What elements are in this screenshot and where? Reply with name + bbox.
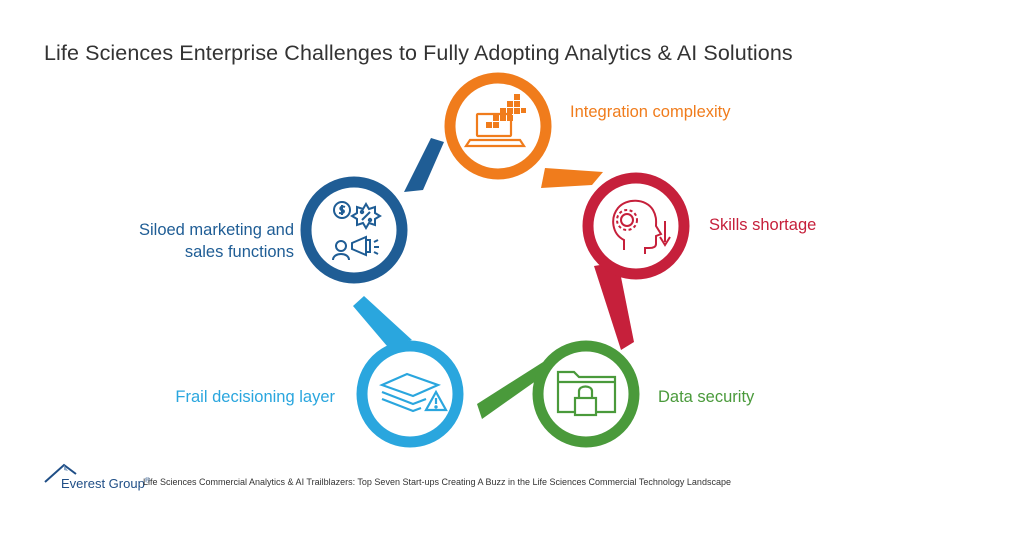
integration-complexity-node [444, 72, 552, 180]
source-citation: Life Sciences Commercial Analytics & AI … [143, 477, 731, 487]
head-gear-icon [612, 199, 671, 254]
logo-name: Everest Group [61, 476, 145, 491]
orange-connector [541, 168, 603, 188]
frail-decisioning-layer-node [356, 340, 464, 448]
label-siloed-marketing-line-2: sales functions [184, 243, 294, 261]
siloed-marketing-node [300, 176, 408, 284]
laptop-pixel-icon [463, 94, 527, 148]
marketing-sales-icon [332, 201, 382, 261]
label-integration-complexity: Integration complexity [570, 103, 731, 121]
folder-lock-icon [556, 370, 617, 417]
green-connector [477, 357, 551, 419]
darkblue-connector [404, 138, 444, 192]
data-security-node [532, 340, 640, 448]
page-title: Life Sciences Enterprise Challenges to F… [44, 41, 793, 65]
everest-group-logo: Everest Group® [61, 476, 150, 491]
label-siloed-marketing: Siloed marketing and sales functions [139, 219, 294, 263]
skills-shortage-node [582, 172, 690, 280]
everest-mountain-icon [44, 463, 77, 483]
lightblue-connector [353, 296, 412, 346]
label-siloed-marketing-line-1: Siloed marketing and [138, 221, 294, 239]
layers-warning-icon [379, 372, 448, 413]
logo-registered-mark: ® [144, 477, 150, 485]
label-data-security: Data security [658, 388, 755, 406]
label-frail-decisioning-layer: Frail decisioning layer [175, 388, 335, 406]
label-skills-shortage: Skills shortage [709, 216, 817, 234]
red-connector [594, 262, 634, 350]
